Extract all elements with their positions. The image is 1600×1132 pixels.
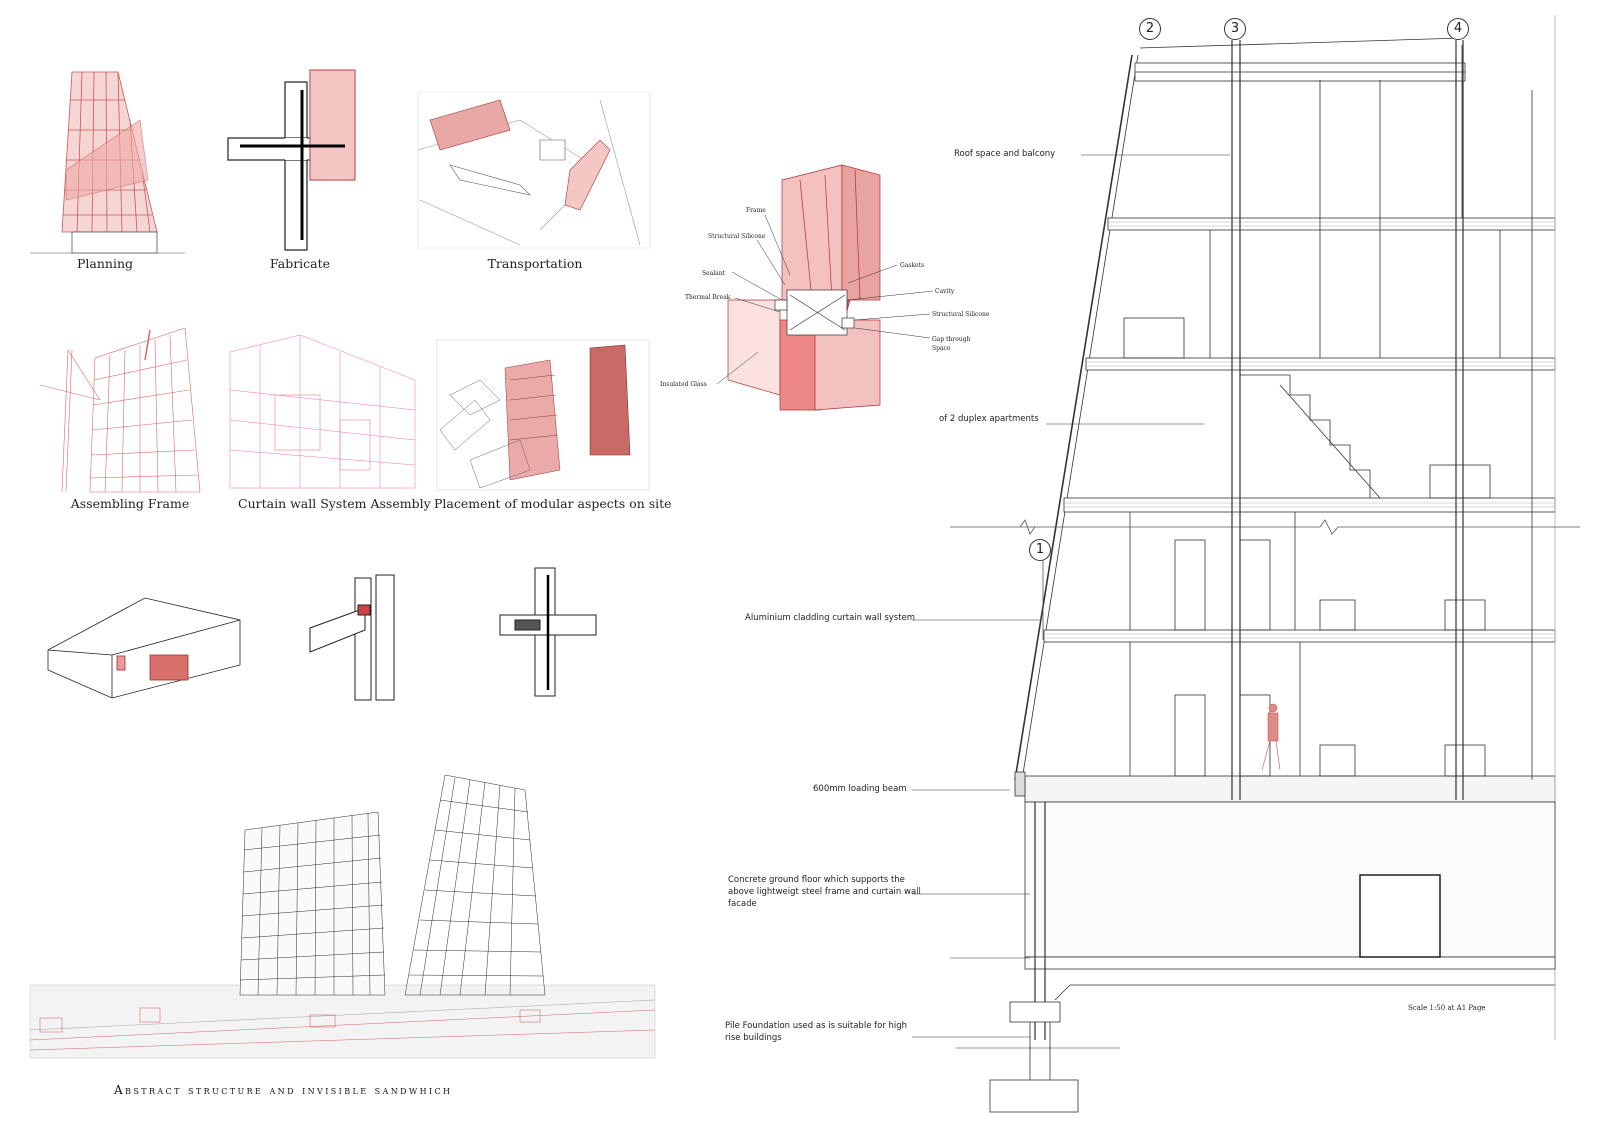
label-sealant: Sealant (702, 270, 726, 277)
curtain-wall-assembly-drawing (229, 334, 416, 489)
label-pile-1: Pile Foundation used as is suitable for … (725, 1021, 908, 1031)
label-cladding: Aluminium cladding curtain wall system (745, 613, 916, 623)
label-insulated-glass: Insulated Glass (660, 381, 707, 388)
label-ground-floor-3: facade (728, 899, 757, 909)
caption-assembling-frame: Assembling Frame (70, 496, 190, 511)
grid-marker-3: 3 (1224, 18, 1246, 40)
label-structural-silicone-1: Structural Silicone (708, 233, 766, 240)
cross-section-detail-drawing (499, 567, 597, 697)
label-pile-2: rise buildings (725, 1033, 782, 1043)
label-ground-floor-1: Concrete ground floor which supports the (728, 875, 905, 885)
grid-marker-2: 2 (1139, 18, 1161, 40)
caption-transportation: Transportation (487, 256, 583, 271)
floor-slabs (1024, 217, 1556, 803)
label-cavity: Cavity (935, 288, 955, 295)
label-roof: Roof space and balcony (954, 149, 1056, 159)
steel-connection-drawing (309, 574, 395, 701)
caption-planning: Planning (76, 256, 133, 271)
label-frame: Frame (746, 207, 766, 214)
label-duplex: of 2 duplex apartments (939, 414, 1039, 424)
module-box-drawing (47, 597, 241, 699)
abstract-structure-perspective (29, 774, 656, 1059)
caption-fabricate: Fabricate (269, 256, 331, 271)
transportation-drawing (417, 91, 651, 249)
placement-drawing (436, 339, 650, 491)
fabricate-drawing (227, 69, 356, 251)
assembling-frame-drawing (39, 327, 201, 493)
grid-marker-4: 4 (1447, 18, 1469, 40)
label-gap-through-space: Gap through Space (932, 336, 971, 352)
caption-curtain-wall-assembly: Curtain wall System Assembly (238, 496, 431, 511)
thumbnail-graphics (29, 69, 656, 1059)
caption-placement: Placement of modular aspects on site (434, 496, 672, 511)
label-gaskets: Gaskets (900, 262, 925, 269)
label-thermal-break: Thermal Break (685, 294, 731, 301)
label-ground-floor-2: above lightweigt steel frame and curtain… (728, 887, 921, 897)
label-loading-beam: 600mm loading beam (813, 784, 907, 794)
grid-marker-1: 1 (1029, 539, 1051, 561)
page-title: Abstract structure and invisible sandwhi… (114, 1083, 453, 1097)
planning-drawing (30, 71, 185, 254)
label-scale: Scale 1:50 at A1 Page (1408, 1004, 1486, 1012)
label-structural-silicone-2: Structural Silicone (932, 311, 990, 318)
